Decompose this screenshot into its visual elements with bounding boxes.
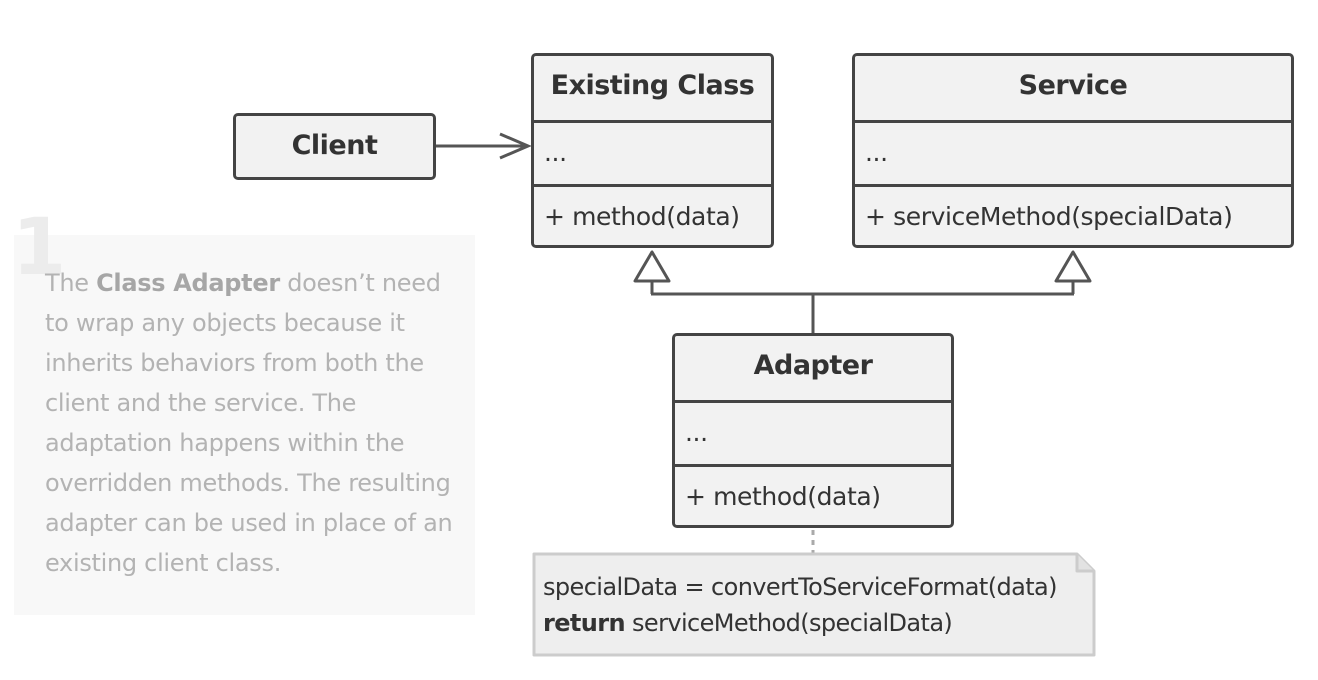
step-number: 1 — [12, 203, 67, 293]
code-line-2: return serviceMethod(specialData) — [543, 605, 1088, 641]
explanation-panel: 1 The Class Adapter doesn’t need to wrap… — [12, 209, 475, 615]
code-line-1: specialData = convertToServiceFormat(dat… — [543, 573, 1057, 601]
code-note: specialData = convertToServiceFormat(dat… — [543, 569, 1088, 641]
explanation-text-before: The — [45, 269, 97, 297]
adapter-methods: + method(data) — [675, 464, 951, 525]
existing-class-title: Existing Class — [550, 70, 755, 101]
explanation-term: Class Adapter — [96, 269, 280, 297]
service-methods: + serviceMethod(specialData) — [855, 184, 1291, 245]
existing-class-fields: ... — [534, 120, 771, 184]
client-title: Client — [291, 130, 378, 161]
explanation-text-after: doesn’t need to wrap any objects because… — [45, 269, 453, 577]
code-line-2-rest: serviceMethod(specialData) — [625, 609, 953, 637]
adapter-class-box: Adapter ... + method(data) — [672, 333, 954, 528]
code-note-fold — [1075, 554, 1094, 573]
service-fields: ... — [855, 120, 1291, 184]
explanation-text: The Class Adapter doesn’t need to wrap a… — [45, 263, 465, 583]
existing-class-methods: + method(data) — [534, 184, 771, 245]
association-arrowhead — [499, 132, 532, 160]
code-note-shape — [532, 552, 1096, 657]
inheritance-triangle-existing — [633, 250, 671, 283]
adapter-fields: ... — [675, 400, 951, 464]
service-title: Service — [1018, 70, 1128, 101]
existing-class-box: Existing Class ... + method(data) — [531, 53, 774, 248]
client-class-box: Client — [233, 113, 436, 180]
code-return-keyword: return — [543, 609, 626, 637]
service-class-box: Service ... + serviceMethod(specialData) — [852, 53, 1294, 248]
adapter-title: Adapter — [753, 350, 873, 381]
inheritance-triangle-service — [1054, 250, 1092, 283]
